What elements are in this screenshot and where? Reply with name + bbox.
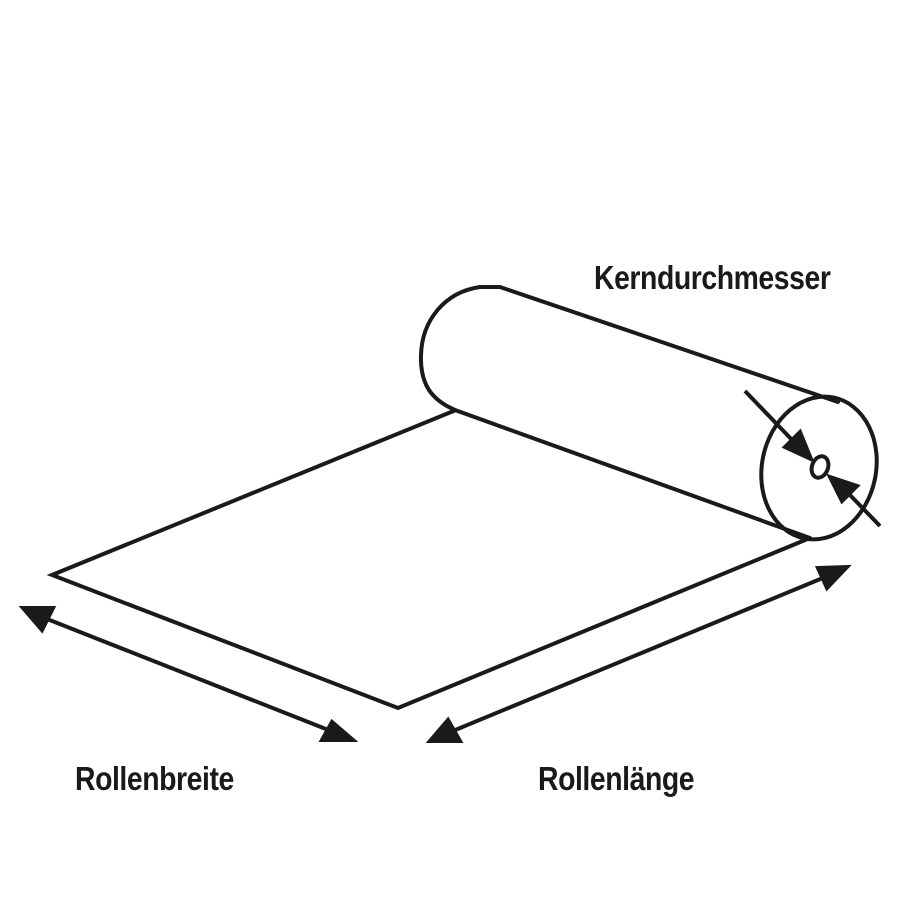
roll-width-label: Rollenbreite — [75, 760, 234, 797]
arrowhead-icon — [781, 428, 815, 463]
roll-length-label: Rollenlänge — [538, 760, 695, 797]
roll-width-arrow — [18, 606, 359, 742]
arrowhead-icon — [814, 564, 852, 592]
arrowhead-icon — [318, 718, 359, 742]
core-diameter-label: Kerndurchmesser — [594, 259, 831, 296]
arrowhead-icon — [826, 473, 861, 505]
roll-cylinder — [418, 285, 879, 542]
core-diameter-arrows — [743, 389, 882, 528]
sheet-outline — [46, 408, 811, 711]
roll-length-arrow — [425, 564, 852, 743]
arrowhead-icon — [425, 716, 464, 743]
core-diameter-symbol — [809, 454, 831, 480]
arrowhead-icon — [18, 606, 57, 634]
roll-end-face — [759, 394, 879, 542]
